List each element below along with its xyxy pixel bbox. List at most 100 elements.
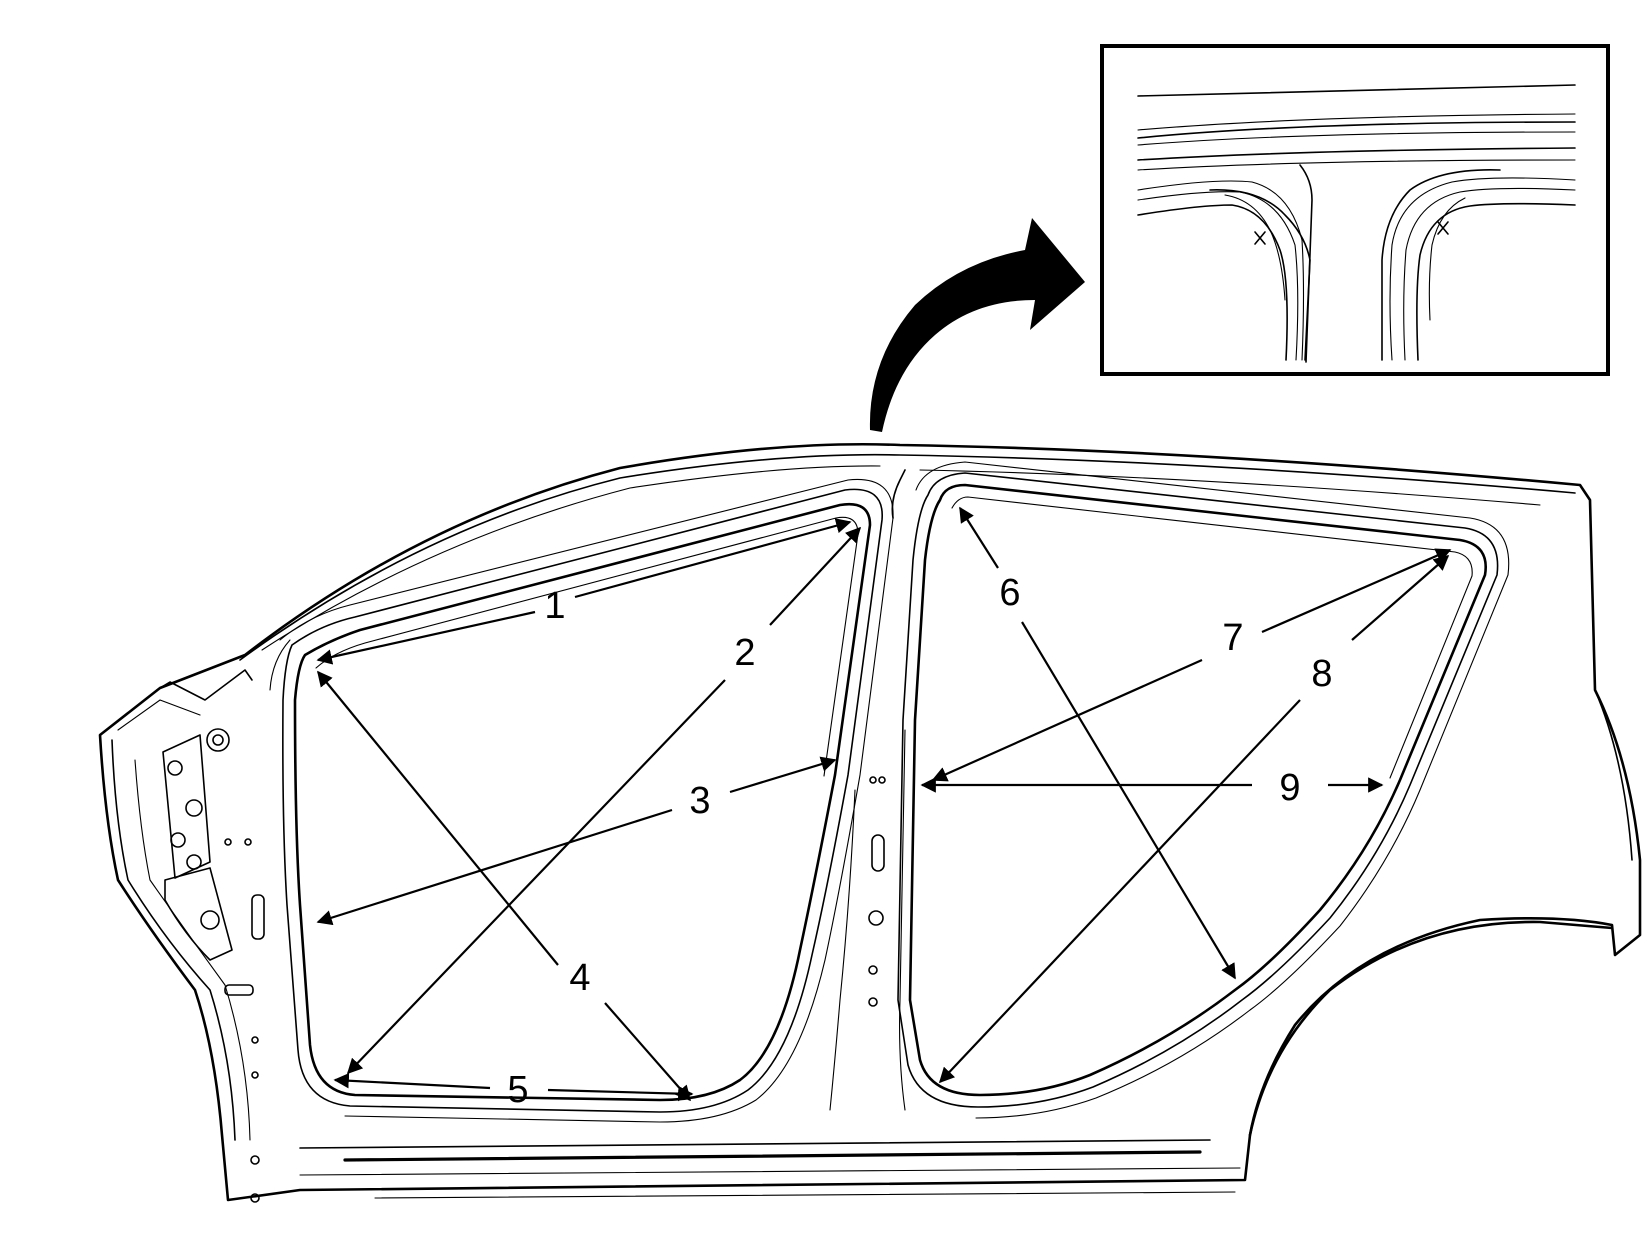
inset-roof-line-6 bbox=[1137, 159, 1576, 171]
pillar-hole-e bbox=[250, 1155, 260, 1165]
callout-labels: 1 2 3 4 5 6 7 8 9 bbox=[507, 572, 1332, 1111]
hinge-pillar-details bbox=[162, 728, 265, 1203]
b-pillar-edge-left bbox=[891, 469, 906, 519]
dimension-line-6a bbox=[959, 506, 999, 569]
hinge-bolt-3 bbox=[170, 832, 186, 848]
rocker-line-1 bbox=[299, 1139, 1211, 1149]
hinge-plate bbox=[162, 734, 211, 879]
roof-rail-line-3 bbox=[919, 469, 1541, 506]
inset-roof-line-4 bbox=[1137, 131, 1576, 146]
rear-opening-flange-1 bbox=[897, 472, 1499, 1108]
dimension-line-4b bbox=[604, 1002, 692, 1102]
inset-frame bbox=[1100, 44, 1610, 376]
rear-opening-flange-3 bbox=[951, 496, 1473, 779]
inset-right-corner-5 bbox=[1428, 197, 1466, 321]
callout-2: 2 bbox=[734, 632, 755, 674]
front-opening-flange-2 bbox=[279, 478, 894, 1123]
rear-opening-inner-edge bbox=[908, 483, 1488, 1097]
callout-6: 6 bbox=[999, 572, 1020, 614]
dimension-line-5b bbox=[547, 1085, 694, 1102]
hinge-pillar-slot bbox=[251, 894, 265, 940]
rocker-bottom bbox=[374, 1191, 1236, 1199]
b-pillar-hole-4 bbox=[869, 776, 877, 784]
dimension-line-6b bbox=[1021, 621, 1236, 980]
b-pillar-hole-3 bbox=[868, 997, 878, 1007]
dimension-line-8a bbox=[1351, 554, 1450, 641]
cowl-bolt bbox=[206, 728, 230, 752]
inset-right-corner-2 bbox=[1403, 187, 1576, 361]
hinge-bolt-1 bbox=[167, 760, 183, 776]
inset-weld-mark-right bbox=[1437, 221, 1449, 235]
front-door-opening bbox=[269, 478, 894, 1123]
detail-inset bbox=[1100, 44, 1610, 376]
b-pillar-line-1 bbox=[829, 789, 856, 1111]
hinge-plate-lower bbox=[164, 867, 233, 961]
inset-weld-mark-left bbox=[1254, 231, 1266, 245]
front-opening-flange-1 bbox=[282, 488, 883, 1113]
callout-8: 8 bbox=[1311, 653, 1332, 695]
b-pillar-hole-5 bbox=[878, 776, 886, 784]
inset-left-corner-3 bbox=[1137, 180, 1305, 361]
front-opening-flange-4 bbox=[269, 639, 291, 691]
dimension-lines bbox=[316, 506, 1452, 1102]
hinge-bolt-4 bbox=[186, 854, 202, 870]
dimension-line-7b bbox=[1261, 548, 1452, 634]
hinge-pillar-slot-2 bbox=[224, 984, 254, 996]
callout-3: 3 bbox=[689, 780, 710, 822]
inset-left-corner-1 bbox=[1137, 204, 1288, 361]
rocker-line-3 bbox=[299, 1167, 1241, 1176]
quarter-panel-edge bbox=[1594, 689, 1633, 861]
hinge-bolt-5 bbox=[200, 910, 220, 930]
callout-9: 9 bbox=[1279, 767, 1300, 809]
inset-roof-line-3 bbox=[1137, 113, 1576, 131]
dimension-line-4a bbox=[317, 670, 559, 966]
inset-left-corner-5 bbox=[1224, 194, 1286, 301]
front-opening-inner-edge bbox=[293, 502, 872, 1102]
dimension-line-1b bbox=[574, 518, 852, 599]
callout-5: 5 bbox=[507, 1069, 528, 1111]
roof-rail-line-1 bbox=[239, 453, 1576, 661]
hinge-bolt-2 bbox=[185, 799, 203, 817]
b-pillar-line-2 bbox=[899, 729, 906, 1111]
inset-right-corner-3 bbox=[1389, 177, 1576, 361]
inset-roof-line-2 bbox=[1137, 121, 1576, 139]
inset-roof-line-1 bbox=[1137, 84, 1576, 97]
pillar-hole-d bbox=[251, 1071, 259, 1079]
body-side-outer-outline bbox=[98, 442, 1642, 1202]
cowl-edge-2 bbox=[117, 699, 201, 731]
hinge-pillar-edge bbox=[111, 739, 236, 1141]
inset-left-corner-4 bbox=[1209, 189, 1311, 361]
dimension-line-1a bbox=[316, 610, 536, 665]
pillar-hole-c bbox=[251, 1036, 259, 1044]
rear-opening-flange-2 bbox=[915, 461, 1510, 1119]
pillar-hole-b bbox=[244, 838, 252, 846]
inset-left-corner-2 bbox=[1137, 191, 1299, 361]
b-pillar bbox=[829, 469, 906, 1111]
rear-wheel-arch bbox=[1248, 920, 1614, 1137]
callout-7: 7 bbox=[1222, 617, 1243, 659]
dimension-line-2b bbox=[346, 679, 726, 1075]
pillar-hole-f bbox=[250, 1193, 260, 1203]
cowl-bolt-inner bbox=[212, 734, 224, 746]
b-pillar-hole-2 bbox=[868, 965, 878, 975]
cowl-edge bbox=[159, 669, 253, 701]
dimension-line-5a bbox=[333, 1073, 491, 1090]
roof-rail-line-2 bbox=[261, 465, 881, 651]
callout-1: 1 bbox=[544, 585, 565, 627]
b-pillar-hole-1 bbox=[868, 910, 884, 926]
dimension-line-3b bbox=[729, 756, 837, 794]
dimension-line-2a bbox=[769, 526, 862, 626]
pillar-hole-a bbox=[224, 838, 232, 846]
inset-right-corner-4 bbox=[1381, 169, 1501, 361]
dimension-line-8b bbox=[938, 699, 1301, 1084]
b-pillar-slot bbox=[871, 834, 885, 872]
dimension-line-7a bbox=[931, 658, 1203, 782]
body-side-panel bbox=[98, 442, 1642, 1202]
inset-left-edge bbox=[1299, 164, 1313, 363]
rear-door-opening bbox=[897, 461, 1510, 1119]
inset-roof-line-5 bbox=[1137, 147, 1576, 161]
inset-pointer-arrow bbox=[869, 218, 1085, 432]
rocker-line-2 bbox=[343, 1150, 1202, 1162]
dimension-line-3a bbox=[316, 808, 673, 926]
callout-4: 4 bbox=[569, 957, 590, 999]
